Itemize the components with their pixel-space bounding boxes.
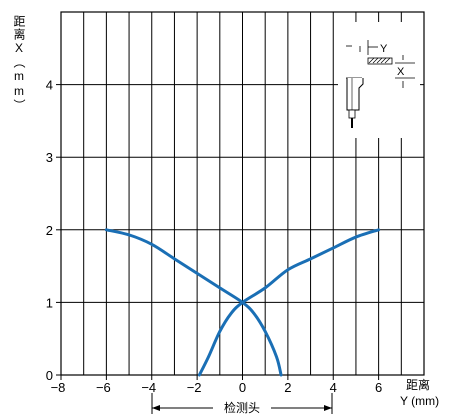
detector-range-indicator: 检测头 xyxy=(151,393,333,415)
series-curve-2 xyxy=(197,228,381,377)
x-tick-label: −4 xyxy=(141,380,156,395)
curves xyxy=(104,228,381,377)
y-tick-label: 1 xyxy=(46,295,53,310)
y-axis-label: 距离X（mm） xyxy=(12,15,26,112)
x-tick-label: 6 xyxy=(375,380,382,395)
svg-text:Y: Y xyxy=(380,43,388,55)
x-axis-label-line2: Y (mm) xyxy=(400,394,439,408)
series-curve-1 xyxy=(104,228,283,377)
y-tick-label: 3 xyxy=(46,150,53,165)
x-tick-label: 4 xyxy=(330,380,337,395)
x-tick-label: −2 xyxy=(187,380,202,395)
detector-label: 检测头 xyxy=(224,400,260,415)
tick-labels: −8 −6 −4 −2 0 2 4 6 0 1 2 3 4 xyxy=(46,78,382,395)
svg-text:X: X xyxy=(397,66,405,78)
x-tick-label: −8 xyxy=(51,380,66,395)
x-tick-label: 0 xyxy=(239,380,246,395)
y-tick-label: 4 xyxy=(46,78,53,93)
y-tick-label: 2 xyxy=(46,223,53,238)
y-tick-label: 0 xyxy=(46,368,53,383)
x-tick-label: 2 xyxy=(284,380,291,395)
x-tick-label: −6 xyxy=(96,380,111,395)
x-axis-label-line1: 距离 xyxy=(406,377,430,392)
sensor-inset-diagram: Y X xyxy=(338,22,420,138)
